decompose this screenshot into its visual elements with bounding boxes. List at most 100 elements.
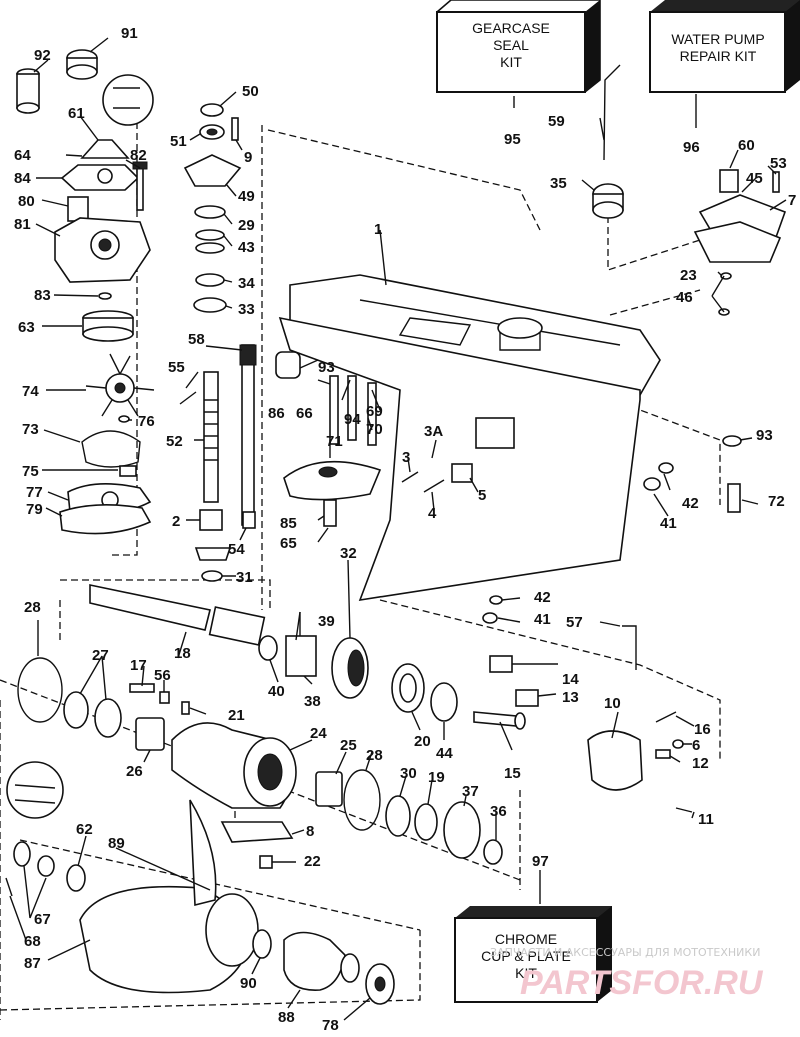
part-label: 6	[692, 737, 700, 754]
part-label: 79	[26, 501, 43, 518]
part-label: 50	[242, 83, 259, 100]
part-49-housing	[183, 154, 242, 187]
part-label: 41	[660, 515, 677, 532]
part-50-51-seals	[199, 103, 225, 140]
part-label: 27	[92, 647, 109, 664]
part-85-screw	[323, 499, 337, 527]
part-53-screw	[772, 171, 780, 193]
part-62-thrust-washer	[66, 864, 86, 892]
part-label: 60	[738, 137, 755, 154]
part-26-bearing	[135, 717, 165, 751]
part-label: 53	[770, 155, 787, 172]
part-28-o-ring	[17, 657, 63, 723]
part-57-cable	[622, 625, 637, 670]
part-label: 89	[108, 835, 125, 852]
part-label: 33	[238, 301, 255, 318]
part-label: 35	[550, 175, 567, 192]
kit-text-line: CHROME	[495, 931, 557, 947]
part-79-gasket	[59, 504, 152, 535]
part-36-washer	[483, 839, 503, 865]
gearcase-seal-kit-box: GEARCASE SEAL KIT	[436, 0, 601, 93]
kit-text-line: KIT	[515, 965, 537, 981]
part-90-washer	[252, 929, 272, 959]
part-74-impeller	[85, 353, 155, 417]
part-label: 21	[228, 707, 245, 724]
part-60-grommet	[719, 169, 739, 193]
part-66-studs	[329, 375, 377, 446]
part-83-o-ring	[98, 292, 112, 300]
part-5-anode	[451, 463, 473, 483]
part-label: 77	[26, 484, 43, 501]
part-label: 90	[240, 975, 257, 992]
part-label: 83	[34, 287, 51, 304]
part-label: 88	[278, 1009, 295, 1026]
part-31-nut	[201, 570, 223, 582]
part-label: 73	[22, 421, 39, 438]
part-label: 59	[548, 113, 565, 130]
part-label: 67	[34, 911, 51, 928]
part-label: 66	[296, 405, 313, 422]
part-59-water-tube	[603, 64, 621, 161]
part-87-propeller	[79, 799, 259, 994]
water-pump-kit-box: WATER PUMP REPAIR KIT	[649, 0, 800, 93]
part-label: 71	[326, 433, 343, 450]
part-label: 1	[374, 221, 382, 238]
part-label: 14	[562, 671, 579, 688]
part-pinion-gear	[194, 547, 232, 561]
chrome-cup-kit-box: CHROME CUP & PLATE KIT	[454, 906, 612, 1003]
part-label: 37	[462, 783, 479, 800]
part-number-labels: 91 92 61 64 84 82 80 81 83 63 74 76 73 7…	[14, 25, 796, 1034]
part-label: 32	[340, 545, 357, 562]
part-label: 94	[344, 411, 361, 428]
part-label: 63	[18, 319, 35, 336]
part-label: 20	[414, 733, 431, 750]
part-label: 52	[166, 433, 183, 450]
kit-text-line: GEARCASE	[472, 20, 550, 36]
part-82-screw	[132, 161, 148, 211]
part-label: 51	[170, 133, 187, 150]
part-93-washer	[722, 435, 742, 447]
part-28b-o-ring	[343, 769, 381, 831]
kit-text-line: KIT	[500, 54, 522, 70]
inset-circle-seals-lower	[6, 761, 64, 819]
part-37-gear	[443, 801, 481, 859]
part-label: 70	[366, 421, 383, 438]
part-label: 18	[174, 645, 191, 662]
part-label: 34	[238, 275, 255, 292]
part-label: 23	[680, 267, 697, 284]
assembly-dashed-lines	[0, 100, 721, 1020]
kit-text-line: CUP & PLATE	[481, 948, 571, 964]
part-label: 36	[490, 803, 507, 820]
part-20-washer	[391, 663, 425, 713]
part-label: 29	[238, 217, 255, 234]
part-label: 74	[22, 383, 39, 400]
part-label: 80	[18, 193, 35, 210]
part-54-bushing	[242, 511, 256, 529]
part-44-washer	[430, 682, 458, 722]
part-1-gearcase	[278, 274, 661, 601]
part-4-screw	[423, 479, 445, 493]
part-25-bearing	[315, 771, 343, 807]
part-label: 3A	[424, 423, 443, 440]
part-81-pump-housing	[54, 217, 151, 283]
part-label: 4	[428, 505, 437, 522]
part-label: 97	[532, 853, 549, 870]
part-label: 75	[22, 463, 39, 480]
part-label: 40	[268, 683, 285, 700]
part-label: 13	[562, 689, 579, 706]
part-label: 92	[34, 47, 51, 64]
part-label: 95	[504, 131, 521, 148]
part-label: 44	[436, 745, 453, 762]
part-67-nut-spacer	[13, 841, 55, 877]
part-30-19-washers	[385, 795, 438, 841]
part-label: 31	[236, 569, 253, 586]
part-label: 76	[138, 413, 155, 430]
part-21-tab	[181, 701, 190, 715]
part-label: 3	[402, 449, 410, 466]
part-71-water-tube	[283, 460, 382, 501]
part-label: 69	[366, 403, 383, 420]
kit-text-line: WATER PUMP	[671, 31, 764, 47]
part-label: 38	[304, 693, 321, 710]
part-label: 41	[534, 611, 551, 628]
